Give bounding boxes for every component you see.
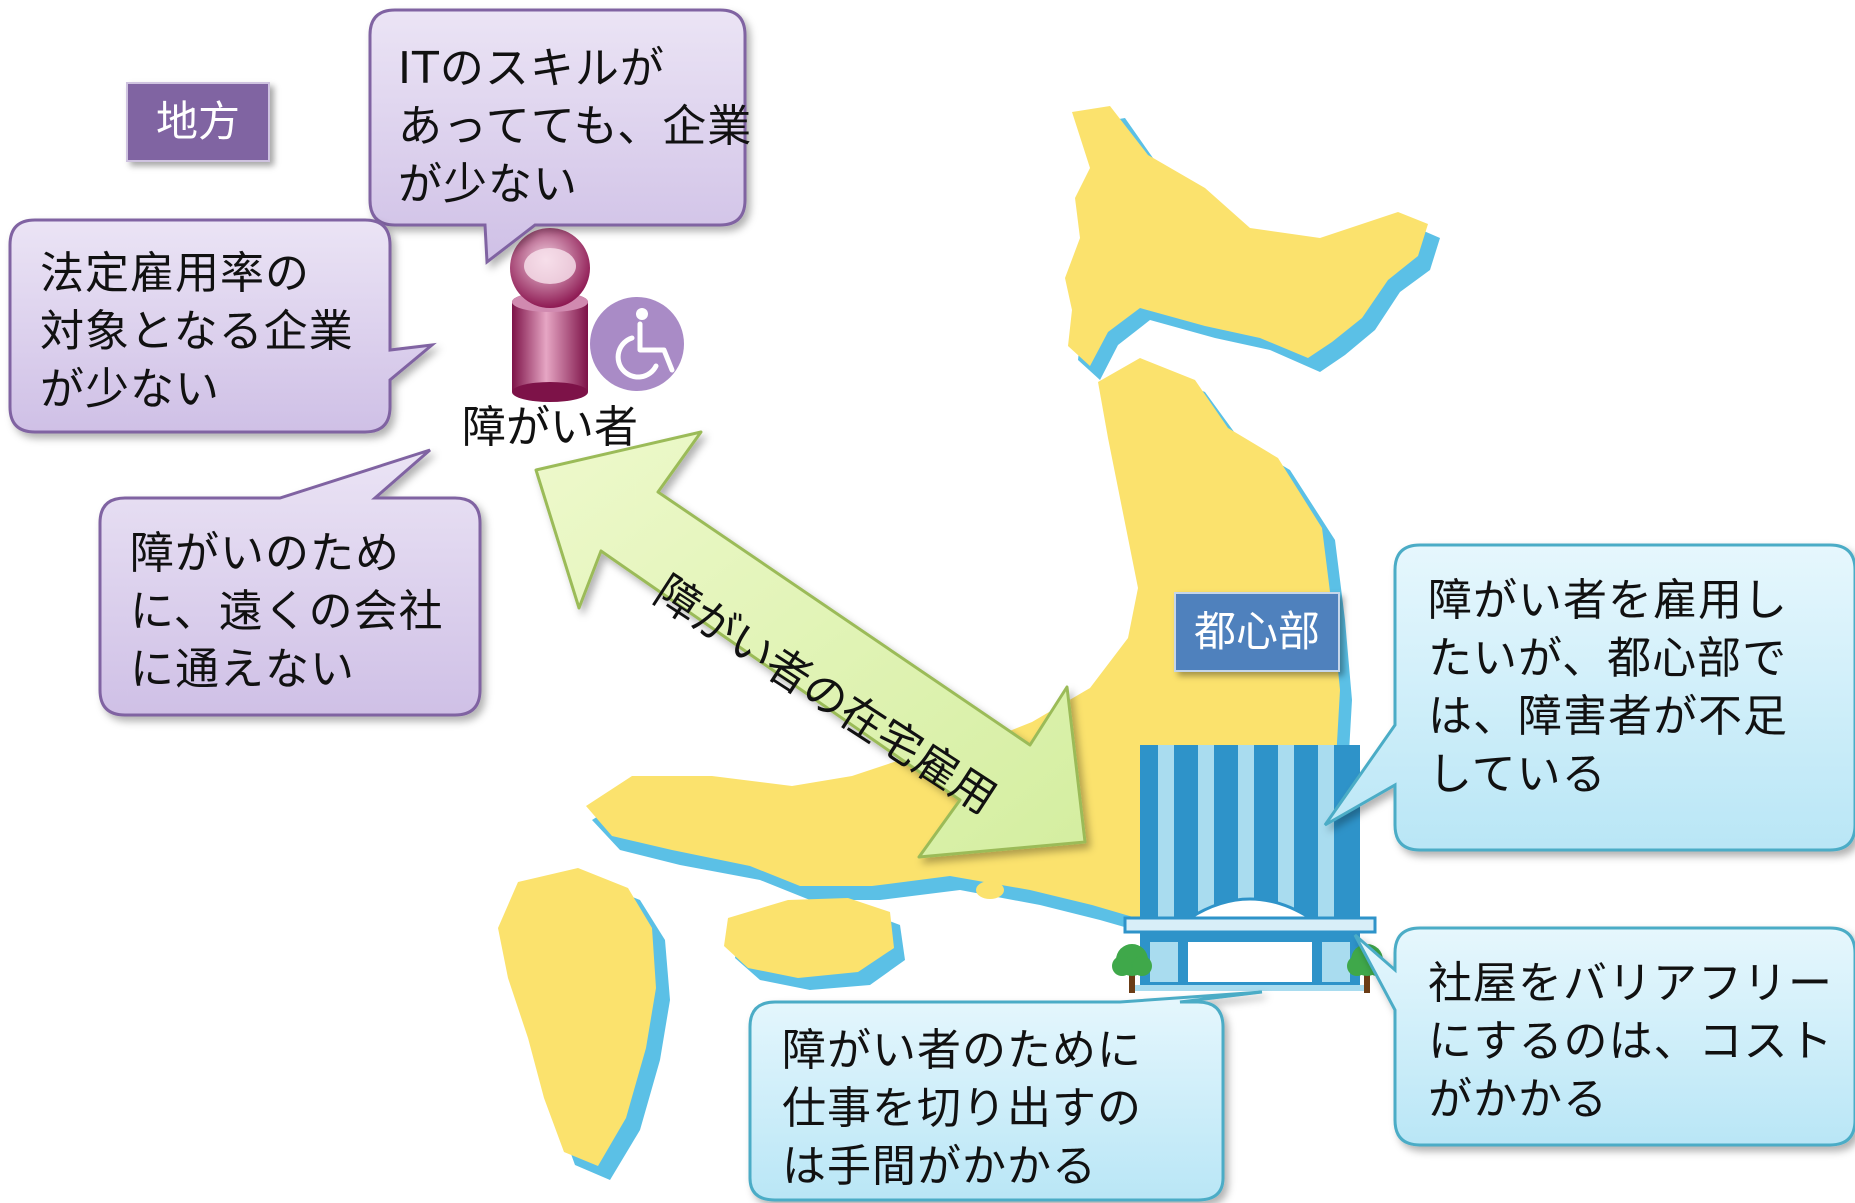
bubble-job-carving-text: 障がい者のために 仕事を切り出すの は手間がかかる (782, 1022, 1142, 1196)
bubble-hire-shortage (1323, 543, 1855, 852)
bubble-legal-rate (8, 218, 437, 434)
bubble-line: に、遠くの会社 (130, 586, 444, 637)
region-label: 地方 (126, 82, 270, 162)
bubble-job-carving (748, 990, 1263, 1202)
bubble-line: 障がいのため (130, 528, 400, 579)
double-arrow (534, 430, 1087, 859)
person-label: 障がい者 (462, 402, 638, 453)
wheelchair-icon (590, 297, 684, 391)
bubble-commute (98, 448, 482, 717)
bubble-line: 社屋をバリアフリー (1428, 958, 1833, 1009)
bubble-line: ITのスキルが (398, 43, 665, 94)
tree-icon (1112, 944, 1152, 993)
person-icon (510, 228, 590, 402)
bubble-barrier-free-text: 社屋をバリアフリー にするのは、コスト がかかる (1428, 955, 1833, 1129)
bubble-hire-shortage-text: 障がい者を雇用し たいが、都心部で は、障害者が不足 している (1428, 572, 1788, 804)
shikoku (724, 898, 894, 978)
bubble-barrier-free (1353, 926, 1855, 1147)
bubble-line: 障がい者のために (782, 1025, 1142, 1076)
bubble-it-skill-text: ITのスキルが あってても、企業 が少ない (398, 40, 752, 214)
bubble-legal-rate-text: 法定雇用率の 対象となる企業 が少ない (40, 245, 354, 419)
bubble-line: に通えない (130, 644, 355, 695)
bubble-line: にするのは、コスト (1428, 1016, 1834, 1067)
city-label: 都心部 (1174, 592, 1340, 672)
building-icon (1123, 745, 1377, 991)
bubble-it-skill (368, 8, 747, 265)
bubble-line: が少ない (40, 364, 220, 415)
bubble-line: あってても、企業 (398, 101, 753, 152)
island-small (976, 881, 1004, 899)
kyushu (498, 868, 656, 1166)
bubble-line: は、障害者が不足 (1428, 691, 1788, 742)
bubble-line: している (1428, 749, 1607, 800)
hokkaido (1065, 106, 1428, 366)
bubble-line: がかかる (1428, 1074, 1608, 1125)
bubble-line: 障がい者を雇用し (1428, 575, 1788, 626)
bubble-line: たいが、都心部で (1428, 633, 1788, 684)
bubble-commute-text: 障がいのため に、遠くの会社 に通えない (130, 525, 444, 699)
bubble-line: 仕事を切り出すの (782, 1083, 1142, 1134)
bubble-line: 対象となる企業 (40, 306, 354, 357)
bubble-line: が少ない (398, 159, 578, 210)
bubble-line: 法定雇用率の (40, 248, 310, 299)
bubble-line: は手間がかかる (782, 1141, 1097, 1192)
